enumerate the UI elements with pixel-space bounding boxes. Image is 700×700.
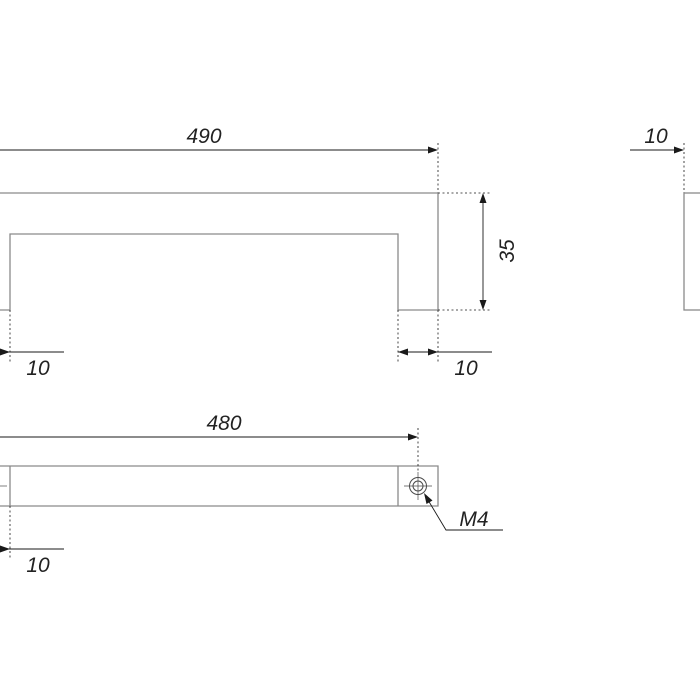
hole-spacing-label: 480 xyxy=(206,412,241,435)
front-view: 490 35 10 10 xyxy=(0,125,519,380)
length-label: 490 xyxy=(186,125,221,148)
side-profile-outline xyxy=(683,192,700,311)
height-arrowhead-bottom xyxy=(479,300,487,310)
left-leg-label: 10 xyxy=(26,357,50,380)
hole-offset-arrowhead xyxy=(0,545,10,553)
right-leg-arrowhead-left xyxy=(398,348,408,356)
thread-leader-line xyxy=(427,499,503,531)
bottom-bar-outline xyxy=(0,465,439,507)
right-leg-label: 10 xyxy=(454,357,478,380)
hole-spacing-arrowhead xyxy=(408,433,418,441)
thread-label: M4 xyxy=(459,508,488,531)
height-arrowhead-top xyxy=(479,193,487,203)
bottom-view: 480 10 M4 xyxy=(0,412,503,577)
hole-offset-label: 10 xyxy=(26,554,50,577)
side-width-label: 10 xyxy=(644,125,668,148)
thread-leader-arrowhead xyxy=(424,493,433,504)
side-width-arrowhead xyxy=(674,146,684,154)
side-view: 10 xyxy=(630,125,700,311)
right-leg-arrowhead-right xyxy=(428,348,438,356)
height-label: 35 xyxy=(496,239,519,263)
length-arrowhead xyxy=(428,146,438,154)
handle-profile-outline xyxy=(0,192,439,311)
left-leg-arrowhead xyxy=(0,348,10,356)
